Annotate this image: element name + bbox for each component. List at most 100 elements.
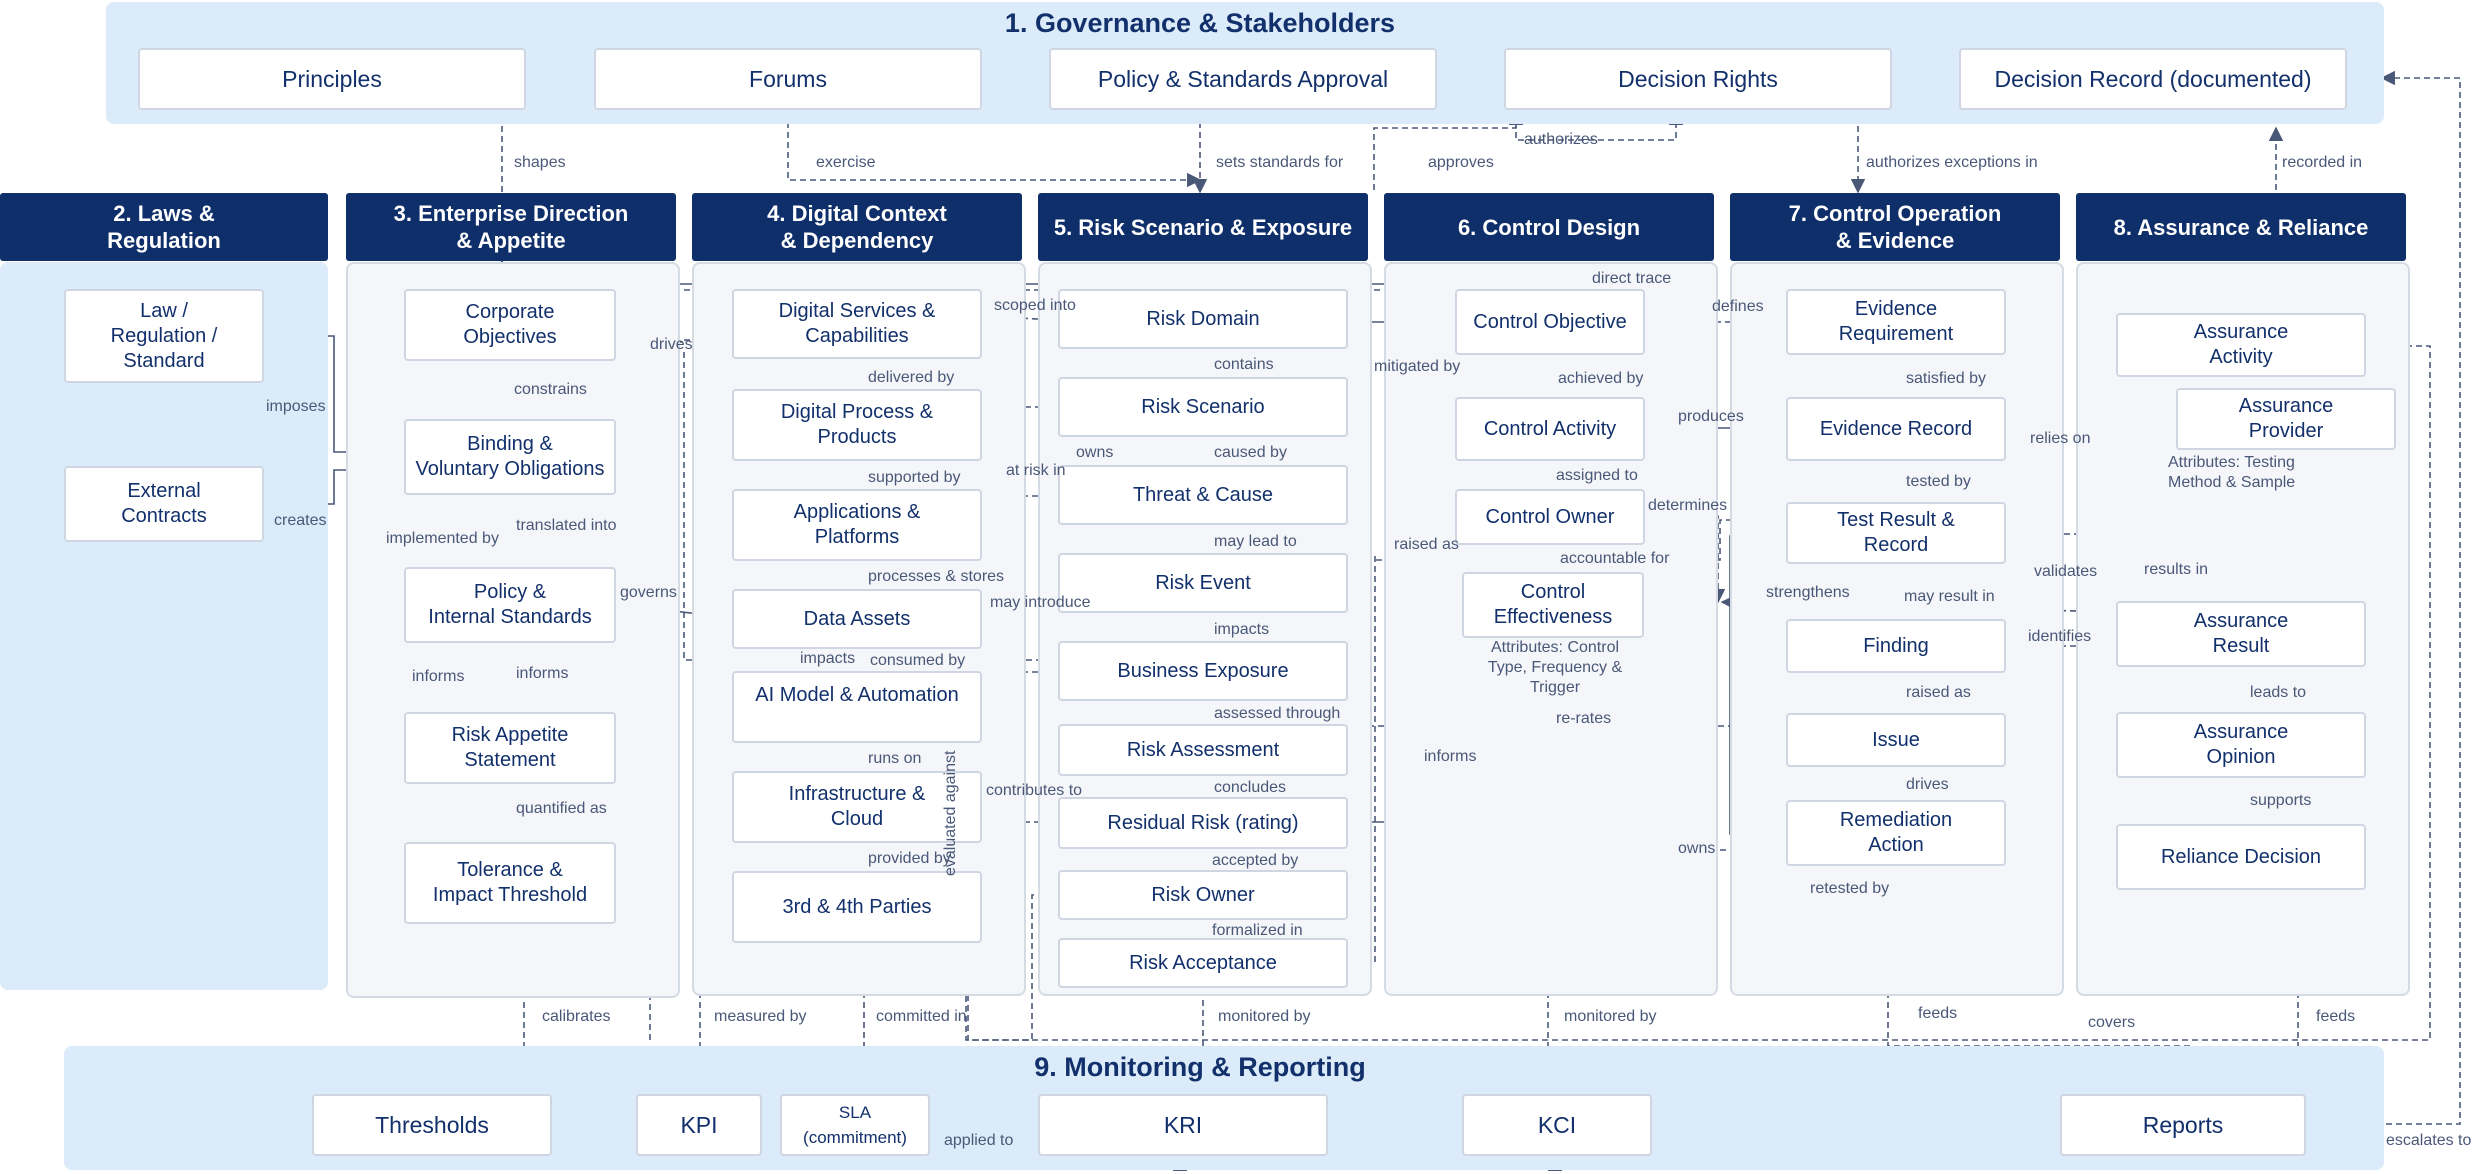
label-exercise: exercise xyxy=(816,154,876,171)
node-contracts[interactable]: External Contracts xyxy=(64,466,264,542)
label-impacts-a: impacts xyxy=(800,650,856,667)
node-obligations[interactable]: Binding & Voluntary Obligations xyxy=(404,419,616,495)
node-objectives[interactable]: Corporate Objectives xyxy=(404,289,616,361)
label-satisfied-by: satisfied by xyxy=(1906,370,1987,387)
node-threat[interactable]: Threat & Cause xyxy=(1058,465,1348,525)
node-assurance-provider[interactable]: Assurance Provider xyxy=(2176,388,2396,450)
label-impacts-b: impacts xyxy=(1214,621,1270,638)
control-effectiveness-attributes: Attributes: Control Type, Frequency & Tr… xyxy=(1487,639,1623,696)
node-assurance-activity[interactable]: Assurance Activity xyxy=(2116,313,2366,377)
node-reports[interactable]: Reports xyxy=(2060,1094,2306,1156)
node-risk-owner[interactable]: Risk Owner xyxy=(1058,870,1348,920)
label-imposes: imposes xyxy=(266,398,326,415)
node-sla[interactable]: SLA (commitment) xyxy=(780,1094,930,1156)
label-leads-to: leads to xyxy=(2250,684,2307,701)
label-contributes-to: contributes to xyxy=(986,782,1083,799)
label-constrains: constrains xyxy=(514,381,587,398)
node-forums[interactable]: Forums xyxy=(594,48,982,110)
label-relies-on: relies on xyxy=(2030,430,2091,447)
label-achieved-by: achieved by xyxy=(1558,370,1644,387)
label-drives: drives xyxy=(650,336,693,353)
node-kci[interactable]: KCI xyxy=(1462,1094,1652,1156)
label-produces: produces xyxy=(1678,408,1744,425)
node-tolerance[interactable]: Tolerance & Impact Threshold xyxy=(404,842,616,924)
node-law[interactable]: Law / Regulation / Standard xyxy=(64,289,264,383)
label-monitored-by-a: monitored by xyxy=(1218,1008,1311,1025)
label-feeds-a: feeds xyxy=(1918,1005,1958,1022)
label-escalates-to: escalates to xyxy=(2386,1132,2472,1149)
node-appetite[interactable]: Risk Appetite Statement xyxy=(404,712,616,784)
label-governs: governs xyxy=(620,584,677,601)
header-assurance: 8. Assurance & Reliance xyxy=(2076,193,2406,261)
node-services[interactable]: Digital Services & Capabilities xyxy=(732,289,982,359)
node-parties[interactable]: 3rd & 4th Parties xyxy=(732,871,982,943)
node-infrastructure[interactable]: Infrastructure & Cloud xyxy=(732,771,982,843)
node-decision-record[interactable]: Decision Record (documented) xyxy=(1959,48,2347,110)
node-process[interactable]: Digital Process & Products xyxy=(732,389,982,461)
label-feeds-b: feeds xyxy=(2316,1008,2356,1025)
label-owns-a: owns xyxy=(1076,444,1114,461)
node-policy-approval[interactable]: Policy & Standards Approval xyxy=(1049,48,1437,110)
label-authorizes-exceptions: authorizes exceptions in xyxy=(1866,154,2038,171)
label-concludes: concludes xyxy=(1214,779,1287,796)
node-finding[interactable]: Finding xyxy=(1786,619,2006,673)
node-decision-rights[interactable]: Decision Rights xyxy=(1504,48,1892,110)
label-creates: creates xyxy=(274,512,327,529)
node-control-activity[interactable]: Control Activity xyxy=(1455,397,1645,461)
label-delivered-by: delivered by xyxy=(868,369,955,386)
label-covers: covers xyxy=(2088,1014,2136,1031)
label-shapes: shapes xyxy=(514,154,566,171)
node-ai[interactable]: AI Model & Automation xyxy=(732,671,982,743)
node-control-effectiveness[interactable]: Control Effectiveness xyxy=(1462,572,1644,638)
node-kpi[interactable]: KPI xyxy=(636,1094,762,1156)
node-risk-event[interactable]: Risk Event xyxy=(1058,553,1348,613)
node-assurance-opinion[interactable]: Assurance Opinion xyxy=(2116,712,2366,778)
label-processes-stores: processes & stores xyxy=(868,568,1005,585)
header-risk: 5. Risk Scenario & Exposure xyxy=(1038,193,1368,261)
node-acceptance[interactable]: Risk Acceptance xyxy=(1058,938,1348,988)
node-residual[interactable]: Residual Risk (rating) xyxy=(1058,797,1348,849)
node-evidence-requirement[interactable]: Evidence Requirement xyxy=(1786,289,2006,355)
edge-authorizes xyxy=(1515,110,1684,141)
node-remediation[interactable]: Remediation Action xyxy=(1786,800,2006,866)
node-data[interactable]: Data Assets xyxy=(732,589,982,649)
label-owns-b: owns xyxy=(1678,840,1716,857)
label-translated-into: translated into xyxy=(516,517,617,534)
label-scoped-into: scoped into xyxy=(994,297,1076,314)
node-risk-domain[interactable]: Risk Domain xyxy=(1058,289,1348,349)
label-assigned-to: assigned to xyxy=(1556,467,1638,484)
label-validates: validates xyxy=(2034,563,2098,580)
node-assessment[interactable]: Risk Assessment xyxy=(1058,724,1348,776)
label-mitigated-by: mitigated by xyxy=(1374,358,1461,375)
label-strengthens: strengthens xyxy=(1766,584,1850,601)
node-applications[interactable]: Applications & Platforms xyxy=(732,489,982,561)
node-issue[interactable]: Issue xyxy=(1786,713,2006,767)
node-policy[interactable]: Policy & Internal Standards xyxy=(404,567,616,643)
label-drives-b: drives xyxy=(1906,776,1949,793)
label-accepted-by: accepted by xyxy=(1212,852,1299,869)
node-principles[interactable]: Principles xyxy=(138,48,526,110)
node-thresholds[interactable]: Thresholds xyxy=(312,1094,552,1156)
node-exposure[interactable]: Business Exposure xyxy=(1058,641,1348,701)
node-reliance-decision[interactable]: Reliance Decision xyxy=(2116,824,2366,890)
label-committed-in: committed in xyxy=(876,1008,967,1025)
edge-exercise xyxy=(787,112,1202,188)
label-retested-by: retested by xyxy=(1810,880,1890,897)
node-evidence-record[interactable]: Evidence Record xyxy=(1786,397,2006,461)
node-test-result[interactable]: Test Result & Record xyxy=(1786,502,2006,564)
label-sets-standards: sets standards for xyxy=(1216,154,1344,171)
label-assessed-through: assessed through xyxy=(1214,705,1341,722)
label-determines: determines xyxy=(1648,497,1728,514)
node-assurance-result[interactable]: Assurance Result xyxy=(2116,601,2366,667)
label-direct-trace: direct trace xyxy=(1592,270,1672,287)
label-may-lead-to: may lead to xyxy=(1214,533,1297,550)
node-kri[interactable]: KRI xyxy=(1038,1094,1328,1156)
label-informs-b: informs xyxy=(516,665,569,682)
label-informs-c: informs xyxy=(1424,748,1477,765)
label-monitored-by-b: monitored by xyxy=(1564,1008,1657,1025)
node-control-objective[interactable]: Control Objective xyxy=(1455,289,1645,355)
label-at-risk-in: at risk in xyxy=(1006,462,1066,479)
label-contains: contains xyxy=(1214,356,1274,373)
node-control-owner[interactable]: Control Owner xyxy=(1455,489,1645,545)
node-risk-scenario[interactable]: Risk Scenario xyxy=(1058,377,1348,437)
